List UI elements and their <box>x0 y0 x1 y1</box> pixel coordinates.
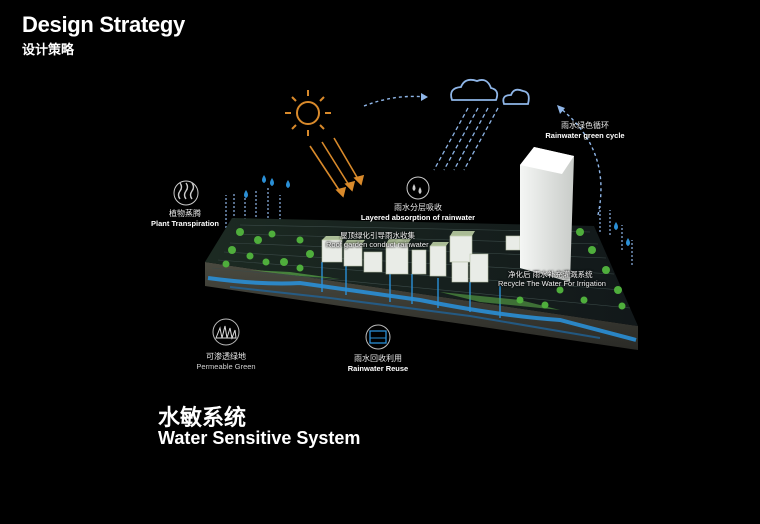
rain-lines <box>433 107 499 171</box>
label-layered-absorption: 雨水分层吸收 Layered absorption of rainwater <box>360 203 476 222</box>
grass-icon <box>212 318 240 346</box>
label-green-cycle: 雨水绿色循环 Rainwater green cycle <box>540 121 630 140</box>
green-cycle-arrow <box>559 107 602 216</box>
label-green-cycle-cn: 雨水绿色循环 <box>561 121 609 130</box>
reuse-tank-icon <box>365 324 391 350</box>
roof-gardens <box>322 231 475 246</box>
label-roof-garden-cn: 屋顶绿化引导雨水收集 <box>340 231 415 240</box>
label-layered-absorption-en: Layered absorption of rainwater <box>360 213 476 222</box>
label-permeable-green-en: Permeable Green <box>196 362 256 371</box>
tower-building <box>520 147 574 282</box>
system-title-en: Water Sensitive System <box>158 428 361 448</box>
label-layered-absorption-cn: 雨水分层吸收 <box>394 203 442 212</box>
rain-drops-icon <box>406 176 430 200</box>
label-recycle: 净化后 雨水补充灌溉系统 Recycle The Water For Irrig… <box>498 270 606 289</box>
label-permeable-green: 可渗透绿地 Permeable Green <box>190 352 262 371</box>
tower-roof <box>520 147 574 174</box>
sun-ray-arrows <box>309 137 365 198</box>
label-roof-garden: 屋顶绿化引导雨水收集 Roof garden conduct rainwater <box>326 231 429 250</box>
evaporation-arrows <box>225 188 633 265</box>
label-green-cycle-en: Rainwater green cycle <box>545 131 625 140</box>
label-rainwater-reuse-en: Rainwater Reuse <box>347 364 409 373</box>
page-subtitle: 设计策略 <box>22 42 75 57</box>
low-buildings <box>321 235 521 283</box>
water-channel <box>207 276 637 342</box>
wind-arrow <box>363 95 426 107</box>
system-title-cn: 水敏系统 <box>158 405 247 430</box>
label-plant-transpiration: 植物蒸腾 Plant Transpiration <box>150 209 220 228</box>
water-droplets <box>244 175 630 246</box>
page-title: Design Strategy <box>22 12 185 37</box>
label-rainwater-reuse-cn: 雨水回收利用 <box>354 354 402 363</box>
label-rainwater-reuse: 雨水回收利用 Rainwater Reuse <box>340 354 416 373</box>
trees <box>222 228 626 310</box>
label-roof-garden-en: Roof garden conduct rainwater <box>326 240 429 250</box>
cloud-icon <box>450 78 530 105</box>
green-strip <box>250 270 340 279</box>
water-channel-lower <box>229 286 601 339</box>
label-plant-transpiration-cn: 植物蒸腾 <box>169 209 201 218</box>
label-permeable-green-cn: 可渗透绿地 <box>206 352 246 361</box>
label-recycle-cn: 净化后 雨水补充灌溉系统 <box>508 270 593 279</box>
label-recycle-en: Recycle The Water For Irrigation <box>498 279 606 289</box>
green-strip-2 <box>440 292 560 310</box>
sun-icon <box>285 90 331 136</box>
label-plant-transpiration-en: Plant Transpiration <box>151 219 219 228</box>
steam-icon <box>173 180 199 206</box>
